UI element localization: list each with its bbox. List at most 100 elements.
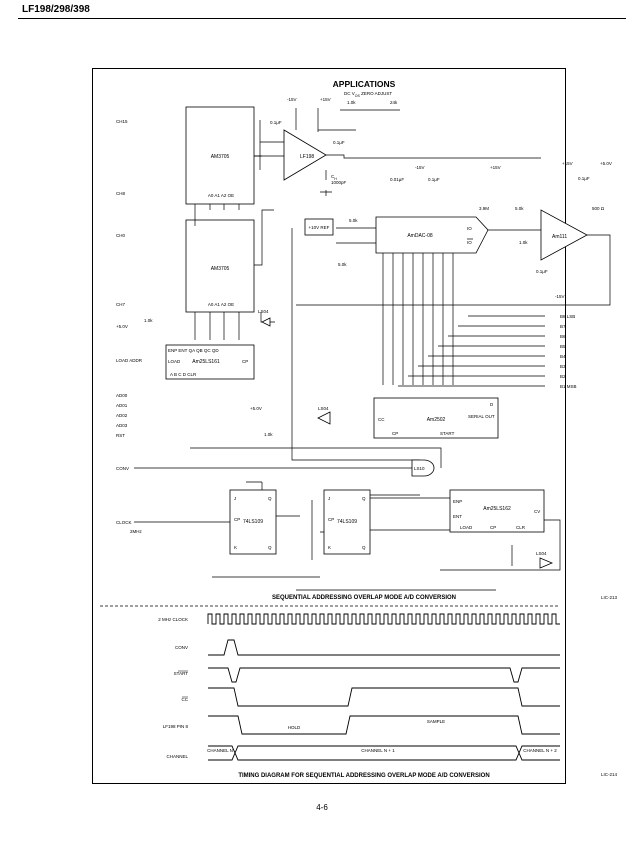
dac-iobar-label: IO [467,240,472,245]
signal-label-conv: CONV [175,645,188,650]
output-b7: B7 [560,324,566,329]
counter-bottom-load: LOAD [460,525,473,530]
sar-start-pin: START [440,431,455,436]
timing-figure-id: LIC-214 [601,772,618,777]
zero-adjust-label: DC VOS ZERO ADJUST [344,91,392,98]
timing-title: TIMING DIAGRAM FOR SEQUENTIAL ADDRESSING… [238,773,489,779]
input-clock-freq: 2MHz [130,529,143,534]
signal-label-channel: CHANNEL [166,754,188,759]
inverter-b-label: LS04 [318,406,329,411]
trace-channel [208,745,560,761]
nand-gate-label: LS10 [414,466,425,471]
r-5k-b-label: 5.0k [338,262,347,267]
r-24k-label: 24k [390,100,398,105]
ff-right-cp: CP [328,517,334,522]
ff-right-qbar: Q [362,545,366,550]
signal-label-clock: 2 MHz CLOCK [158,617,188,622]
input-conv: CONV [116,466,129,471]
hold-label: HOLD [288,725,301,730]
input-load-addr: LOAD ADDR [116,358,143,363]
sar-cp-pin: CP [392,431,398,436]
input-ch15: CH15 [116,119,128,124]
cap-01-a-label: 0.1μF [270,120,282,125]
mux-lower-label: AM3705 [211,266,230,272]
output-b6: B6 [560,334,566,339]
channel-n-label: CHANNEL N [207,748,233,753]
dac-chip [375,216,489,254]
trace-conv [208,639,560,656]
dac-label: AmDAC-08 [407,233,433,239]
mux-lower-chip [185,219,255,313]
output-b8: B8 LSB [560,314,575,319]
counter-top-load-pin: LOAD [168,359,181,364]
mux-upper-chip [185,106,255,205]
cap-001-label: 0.01μF [390,177,404,182]
trace-clock [207,613,560,625]
ff-left-label: 74LS109 [243,519,263,525]
cap-01-c-label: 0.1μF [428,177,440,182]
schematic-wires [134,108,611,591]
input-rst: RST [116,433,125,438]
output-b2: B2 [560,374,566,379]
ff-left-cp: CP [234,517,240,522]
supply-pos15-c: +15V [562,161,573,166]
counter-top-bottom-pins: A B C D CLR [170,372,197,377]
header-rule [18,18,626,19]
supply-pos15-a: +15V [320,97,331,102]
r-500-label: 500 Ω [592,206,605,211]
sar-chip [373,397,499,439]
channel-n2-label: CHANNEL N + 2 [523,748,557,753]
counter-bottom-cp: CP [490,525,496,530]
inverter-a-label: LS04 [258,309,269,314]
r-1k-d-label: 1.0k [144,318,153,323]
trace-lf198 [208,715,560,735]
sar-serial-out: SERIAL OUT [468,414,495,419]
signal-label-start: START [174,671,189,676]
output-bits: B8 LSB B7 B6 B5 B4 B3 B2 B1 MSB [560,314,577,389]
diagram-frame [92,68,566,784]
page-header-part-number: LF198/298/398 [22,4,90,15]
comparator-amplifier [540,209,588,261]
counter-top-chip [165,344,255,380]
counter-top-cp-pin: CP [242,359,248,364]
sar-label: Am2502 [427,417,446,423]
page-number: 4-6 [316,803,328,812]
counter-bottom-enp: ENP [453,499,462,504]
counter-bottom-chip [449,489,545,533]
sar-cc-pin: CC [378,417,385,422]
ref-label: +10V REF [309,225,330,230]
input-ad02: AD02 [116,413,128,418]
cap-hold-label: CH [331,174,337,181]
trace-start [208,667,560,683]
ff-left-chip [229,489,277,555]
signal-label-lf198: LF198 PIN 8 [163,724,189,729]
cap-hold-value: 1000pF [331,180,347,185]
dac-io-label: IO [467,226,472,231]
mux-lower-addr-label: A0 A1 A2 OE [208,302,234,307]
input-ad01: AD01 [116,403,128,408]
ff-right-j: J [328,496,330,501]
counter-bottom-ent: ENT [453,514,462,519]
sar-d-pin: D [490,402,494,407]
r-39k-label: 3.9M [479,206,489,211]
r-1k-label: 1.0k [347,100,356,105]
input-ch0: CH0 [116,233,125,238]
mux-upper-label: AM3705 [211,154,230,160]
schematic-figure-id: LIC-213 [601,595,618,600]
ff-left-k: K [234,545,237,550]
r-5k-label: 5.0k [349,218,358,223]
counter-bottom-cv: CV [534,509,540,514]
cap-01-b-label: 0.1μF [333,140,345,145]
input-ch7: CH7 [116,302,125,307]
sample-label: SAMPLE [427,719,445,724]
ff-right-chip [323,489,371,555]
signal-label-cc: CC [182,697,189,702]
output-b3: B3 [560,364,566,369]
output-b1: B1 MSB [560,384,577,389]
comparator-label: Am111 [552,234,567,240]
ff-left-j: J [234,496,236,501]
input-ch8: CH8 [116,191,125,196]
ff-right-k: K [328,545,331,550]
nand-gate [411,459,435,477]
